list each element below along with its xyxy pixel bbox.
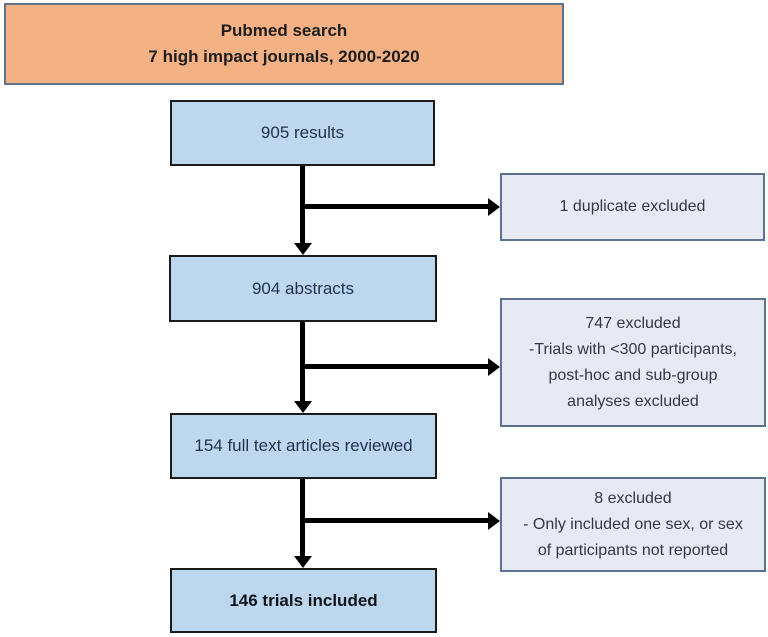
exclusion-line: analyses excluded (567, 392, 699, 410)
exclusion-line: 8 excluded (594, 489, 672, 507)
exclusion-line: post-hoc and sub-group (548, 366, 718, 384)
flow-box-904-abstracts: 904 abstracts (169, 255, 437, 322)
flow-box-label: 146 trials included (229, 590, 378, 610)
title-line-2: 7 high impact journals, 2000-2020 (148, 47, 420, 66)
exclusion-box-8: 8 excluded - Only included one sex, or s… (500, 477, 766, 572)
connector-2-vertical-line (300, 322, 305, 401)
flow-box-154-full-text: 154 full text articles reviewed (170, 413, 437, 479)
exclusion-line: 747 excluded (585, 314, 681, 332)
exclusion-line: 1 duplicate excluded (559, 198, 706, 215)
flow-box-label: 904 abstracts (251, 278, 355, 298)
connector-3-vertical-line (300, 479, 305, 556)
connector-1-arrowhead-down (294, 243, 312, 255)
connector-1-branch-line (300, 204, 488, 209)
exclusion-line: -Trials with <300 participants, (529, 340, 737, 358)
exclusion-box-747: 747 excluded -Trials with <300 participa… (500, 298, 766, 427)
flow-box-label: 905 results (260, 123, 345, 142)
exclusion-box-duplicate: 1 duplicate excluded (500, 173, 765, 241)
connector-3-arrowhead-right (488, 512, 500, 530)
connector-2-arrowhead-right (488, 358, 500, 376)
connector-3-branch-line (300, 518, 488, 523)
pubmed-search-title-box: Pubmed search 7 high impact journals, 20… (4, 3, 564, 85)
title-line-1: Pubmed search (220, 21, 348, 40)
connector-3-arrowhead-down (294, 556, 312, 568)
flow-box-905-results: 905 results (170, 100, 435, 166)
flow-box-146-included: 146 trials included (170, 568, 437, 633)
exclusion-line: of participants not reported (537, 541, 729, 559)
connector-2-arrowhead-down (294, 401, 312, 413)
exclusion-line: - Only included one sex, or sex (523, 515, 743, 533)
flow-box-label: 154 full text articles reviewed (194, 436, 413, 455)
connector-2-branch-line (300, 364, 488, 369)
connector-1-arrowhead-right (488, 198, 500, 216)
